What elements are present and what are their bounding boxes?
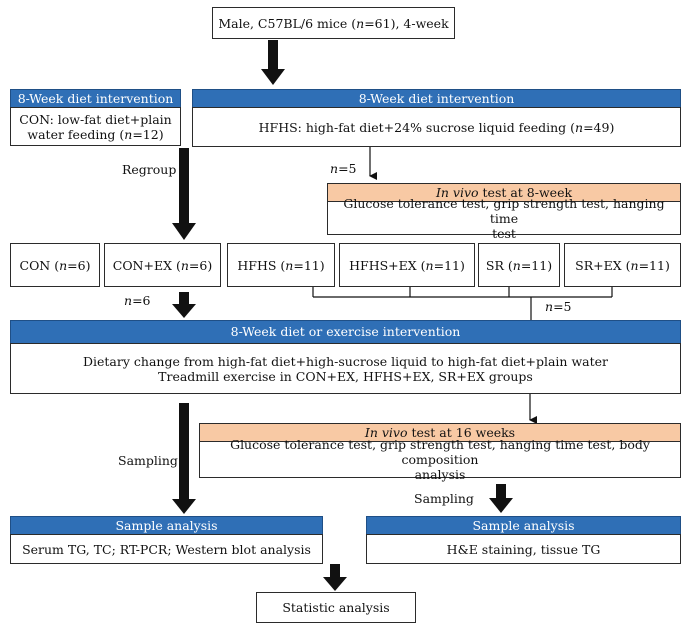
n5-label-top: n=5 (330, 161, 357, 176)
analysis-right-box: H&E staining, tissue TG (366, 534, 681, 564)
arrow-sampling-left (172, 403, 196, 514)
invivo16-box: Glucose tolerance test, grip strength te… (199, 437, 681, 482)
invivo8-header: In vivo test at 8-week (327, 183, 681, 202)
phase2-header: 8-Week diet or exercise intervention (10, 320, 681, 344)
group-hfhs-ex: HFHS+EX (n=11) (339, 243, 475, 287)
n6-label: n=6 (124, 293, 151, 308)
right-phase1-header: 8-Week diet intervention (192, 89, 681, 108)
group-sr-ex: SR+EX (n=11) (564, 243, 681, 287)
groups-bracket (312, 286, 613, 320)
final-box: Statistic analysis (256, 592, 416, 623)
sampling-right-label: Sampling (414, 491, 474, 506)
arrow-sampling-right (489, 484, 513, 513)
group-con-ex: CON+EX (n=6) (104, 243, 221, 287)
sampling-left-label: Sampling (118, 453, 178, 468)
analysis-left-header: Sample analysis (10, 516, 323, 535)
right-phase1-box: HFHS: high-fat diet+24% sucrose liquid f… (192, 107, 681, 147)
group-con: CON (n=6) (10, 243, 100, 287)
arrow-n6 (172, 292, 196, 318)
n5-label-mid: n=5 (545, 299, 572, 314)
left-phase1-header: 8-Week diet intervention (10, 89, 181, 108)
arrow-final (323, 564, 347, 591)
regroup-label: Regroup (122, 162, 177, 177)
start-box: Male, C57BL/6 mice (n=61), 4-week (212, 7, 455, 39)
invivo8-box: Glucose tolerance test, grip strength te… (327, 196, 681, 241)
group-hfhs: HFHS (n=11) (227, 243, 335, 287)
arrow-regroup (172, 148, 196, 240)
analysis-right-header: Sample analysis (366, 516, 681, 535)
arrow-start-down (261, 40, 285, 85)
analysis-left-box: Serum TG, TC; RT-PCR; Western blot analy… (10, 534, 323, 564)
phase2-box: Dietary change from high-fat diet+high-s… (10, 343, 681, 394)
group-sr: SR (n=11) (478, 243, 560, 287)
